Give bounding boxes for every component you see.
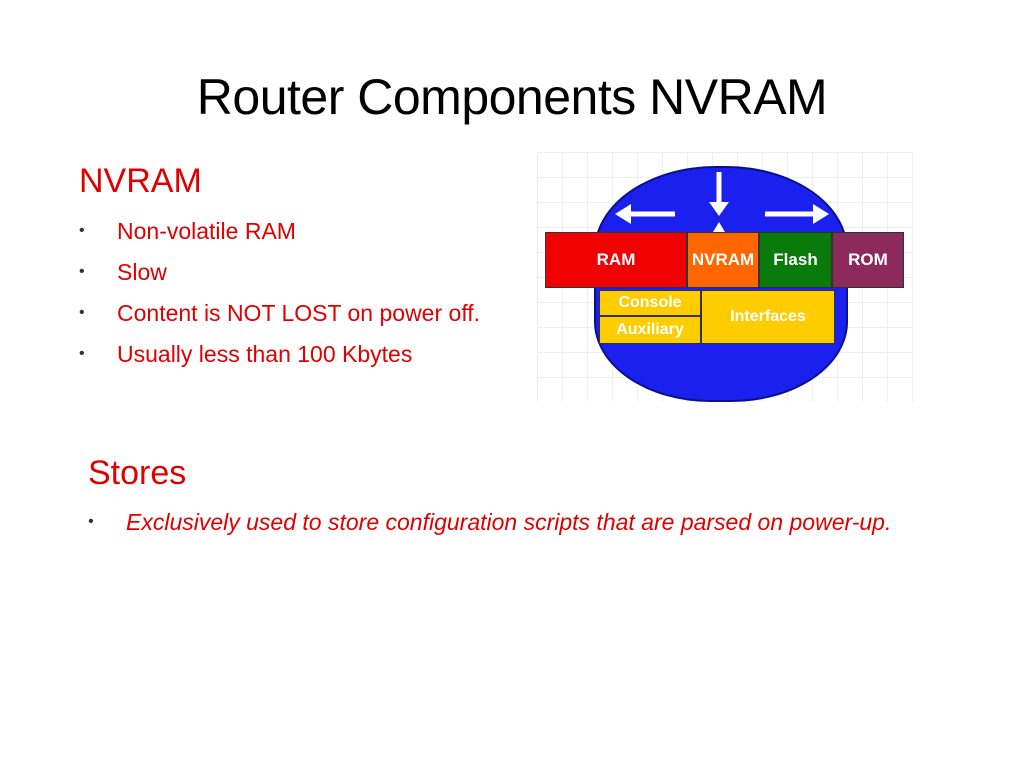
bullet-icon: • <box>79 304 85 321</box>
left-arrow-icon <box>615 204 631 224</box>
data-flow-arrows <box>615 172 829 232</box>
slide-title: Router Components NVRAM <box>196 69 828 125</box>
console-port-block: Console <box>599 290 701 316</box>
bullet-icon: • <box>88 513 94 530</box>
nvram-block: NVRAM <box>687 232 759 288</box>
rom-block: ROM <box>832 232 904 288</box>
bullet-icon: • <box>79 222 85 239</box>
list-item: •Usually less than 100 Kbytes <box>79 341 413 367</box>
bullet-icon: • <box>79 263 85 280</box>
ram-block: RAM <box>545 232 687 288</box>
list-item: •Non-volatile RAM <box>79 218 296 244</box>
list-item: •Exclusively used to store configuration… <box>88 506 918 538</box>
bullet-icon: • <box>79 345 85 362</box>
auxiliary-port-block: Auxiliary <box>599 316 701 344</box>
flash-block: Flash <box>759 232 832 288</box>
up-arrow-tip-icon <box>713 222 725 232</box>
list-item: •Content is NOT LOST on power off. <box>79 300 481 326</box>
stores-heading: Stores <box>88 454 187 492</box>
nvram-heading: NVRAM <box>79 162 202 200</box>
list-item: •Slow <box>79 259 167 285</box>
nvram-bullet-list: •Non-volatile RAM •Slow •Content is NOT … <box>79 216 529 380</box>
right-arrow-icon <box>813 204 829 224</box>
interfaces-block: Interfaces <box>701 290 835 344</box>
down-arrow-icon <box>709 202 729 216</box>
router-diagram: RAM NVRAM Flash ROM Console Auxiliary In… <box>537 152 913 402</box>
stores-bullet-list: •Exclusively used to store configuration… <box>88 506 918 549</box>
